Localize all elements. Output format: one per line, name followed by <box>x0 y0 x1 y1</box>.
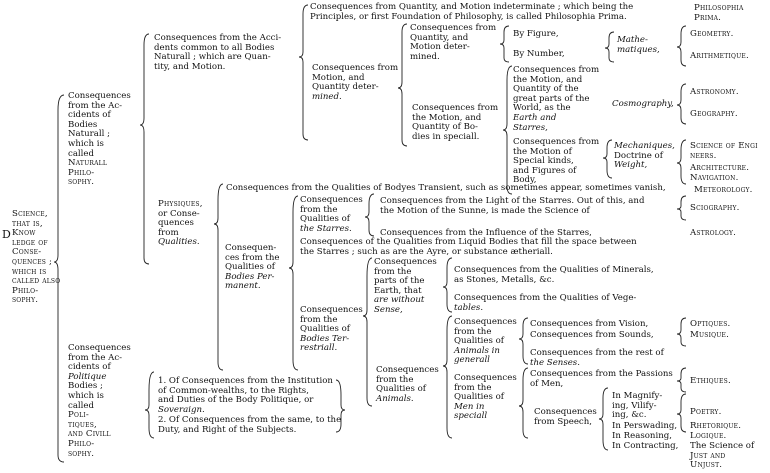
brace-math-out <box>676 25 687 67</box>
root-mark: D <box>2 228 11 241</box>
science-of-engineers-label: Science of Engi neers. <box>690 141 758 161</box>
brace-common <box>298 4 309 141</box>
brace-without-sense <box>442 257 453 313</box>
perswading-node: In Perswading, <box>612 421 678 431</box>
civil-philosophy-node: Consequences from the Ac- cidents of Pol… <box>68 343 131 459</box>
indeterminate-node: Consequences from Quantity, and Motion i… <box>310 2 634 22</box>
brace-optiques <box>676 317 687 347</box>
animals-generall-node: Consequences from the Qualities of Anima… <box>454 317 517 366</box>
meteorology-label: Meteorology. <box>694 185 753 195</box>
brace-civil-out <box>335 379 346 433</box>
transient-node: Consequences from the Qualities of Bodye… <box>226 183 666 193</box>
great-parts-node: Consequences from the Motion, and Quanti… <box>513 65 600 133</box>
brace-natural <box>139 33 150 265</box>
brace-civil <box>144 371 155 439</box>
speech-node: Consequences from Speech, <box>534 407 597 427</box>
brace-animals-generall <box>518 317 529 365</box>
geography-label: Geography. <box>690 109 738 119</box>
brace-sciography <box>676 195 687 221</box>
civil-first-node: 1. Of Consequences from the Institution … <box>158 376 333 415</box>
by-number-label: By Number, <box>513 49 565 59</box>
minerals-node: Consequences from the Qualities of Miner… <box>454 265 654 285</box>
natural-philosophy-node: Consequences from the Ac- cidents of Bod… <box>68 91 131 188</box>
navigation-label: Navigation. <box>690 173 739 183</box>
terrestriall-node: Consequences from the Qualities of Bodie… <box>300 305 363 354</box>
men-speciall-node: Consequences from the Qualities of Men i… <box>454 373 517 422</box>
ethiques-label: Ethiques. <box>690 376 731 386</box>
vision-node: Consequences from Vision, <box>530 319 649 329</box>
brace-starres <box>364 193 375 237</box>
root-science-label: Science, that is, Know ledge of Conse- q… <box>12 209 61 306</box>
brace-root <box>53 94 65 463</box>
brace-speech <box>598 387 609 451</box>
rest-senses-node: Consequences from the rest of the Senses… <box>530 348 664 368</box>
brace-mech <box>602 139 613 179</box>
motion-quantity-bodies-node: Consequences from the Motion, and Quanti… <box>412 103 499 142</box>
brace-terrestriall <box>362 257 373 407</box>
starres-node: Consequences from the Qualities of the S… <box>300 195 363 234</box>
logique-label: Logique. <box>690 431 727 441</box>
brace-motion-bodies <box>502 65 513 195</box>
poetry-label: Poetry. <box>690 407 722 417</box>
mathematiques-label: Mathe- matiques, <box>617 35 660 55</box>
brace-cosmo <box>676 83 687 125</box>
permanent-node: Consequen- ces from the Qualities of Bod… <box>225 243 280 292</box>
passions-node: Consequences from the Passions of Men, <box>530 369 673 389</box>
brace-math <box>604 31 615 63</box>
brace-permanent <box>288 195 299 371</box>
liquid-node: Consequences of the Qualities from Liqui… <box>300 237 637 257</box>
contracting-node: In Contracting, <box>612 441 679 451</box>
brace-quantity <box>499 25 510 63</box>
geometry-label: Geometry. <box>690 29 734 39</box>
architecture-label: Architecture. <box>690 163 750 173</box>
animals-node: Consequences from the Qualities of Anima… <box>376 365 439 404</box>
motion-quantity-determined-node: Consequences from Motion, and Quantity d… <box>312 63 399 102</box>
brace-ethiques <box>676 367 687 393</box>
reasoning-node: In Reasoning, <box>612 431 672 441</box>
by-figure-label: By Figure, <box>513 29 559 39</box>
optiques-label: Optiques. <box>690 319 731 329</box>
musique-label: Musique. <box>690 330 730 340</box>
science-just-unjust-label: The Science of Just and Unjust. <box>690 441 755 471</box>
light-starres-node: Consequences from the Light of the Starr… <box>380 196 645 216</box>
brace-magnify <box>676 393 687 433</box>
brace-eng <box>676 139 687 185</box>
influence-node: Consequences from the Influence of the S… <box>380 228 592 238</box>
vegetables-node: Consequences from the Qualities of Vege-… <box>454 293 637 313</box>
arithmetique-label: Arithmetique. <box>690 51 749 61</box>
civil-second-node: 2. Of Consequences from the same, to the… <box>158 415 342 435</box>
cosmography-label: Cosmography, <box>612 99 674 109</box>
physiques-node: Physiques, or Conse- quences from Qualit… <box>158 199 203 248</box>
philosophia-prima-label: Philosophia Prima. <box>694 3 744 23</box>
brace-determined <box>397 23 408 147</box>
magnifying-node: In Magnify- ing, Vilify- ing, &c. <box>612 391 663 421</box>
sounds-node: Consequences from Sounds, <box>530 330 654 340</box>
without-sense-node: Consequences from the parts of the Earth… <box>374 257 437 315</box>
astronomy-label: Astronomy. <box>690 87 739 97</box>
sciography-label: Sciography. <box>690 203 740 213</box>
brace-animals <box>442 315 453 439</box>
brace-men <box>518 367 529 439</box>
mechaniques-label: Mechaniques, Doctrine of Weight, <box>614 141 675 171</box>
special-kinds-node: Consequences from the Motion of Special … <box>513 137 600 186</box>
rhetorique-label: Rhetorique. <box>690 421 742 431</box>
brace-physiques <box>213 183 224 371</box>
astrology-label: Astrology. <box>690 228 737 238</box>
quantity-motion-determined-node: Consequences from Quantity, and Motion d… <box>410 23 497 62</box>
accidents-common-node: Consequences from the Acci- dents common… <box>154 33 282 72</box>
